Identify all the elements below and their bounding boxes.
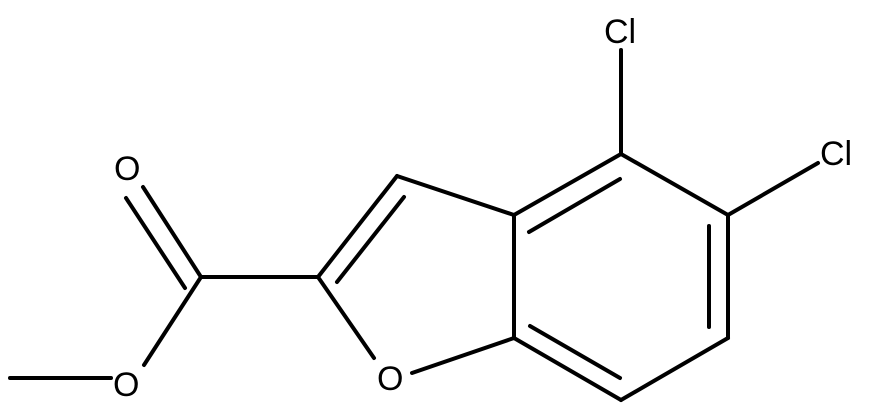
bond-carbonyl-o-double xyxy=(124,196,187,290)
bond-c7a-o1 xyxy=(410,336,516,375)
bond-ccarbonyl-oester xyxy=(142,275,203,367)
bond-c6-c7 xyxy=(619,336,730,402)
bond-c2-c3-double xyxy=(335,195,406,284)
bonds xyxy=(8,48,820,402)
bond-c4-c5 xyxy=(619,152,730,217)
bond-c7-c7a-double xyxy=(528,324,622,380)
cl-atom-right: Cl xyxy=(820,135,852,173)
atom-labels: Cl Cl O O O xyxy=(113,13,852,404)
cl-atom-top: Cl xyxy=(604,13,636,51)
bond-o1-c2 xyxy=(316,275,376,360)
o-atom-ester: O xyxy=(113,366,139,404)
bond-c7-c7a xyxy=(512,336,623,402)
o-atom-ring: O xyxy=(377,360,403,398)
bond-c2-c3 xyxy=(316,174,399,279)
bond-c3a-c4 xyxy=(512,152,623,217)
bond-carbonyl-o xyxy=(141,185,203,279)
bond-c3-c3a xyxy=(395,174,516,217)
o-atom-carbonyl: O xyxy=(114,150,140,188)
bond-c3a-c4-double xyxy=(527,177,622,234)
bond-c5-cl xyxy=(726,161,820,217)
